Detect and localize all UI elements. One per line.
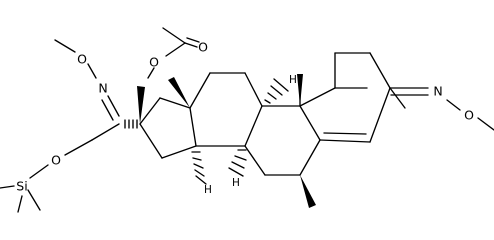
hash xyxy=(234,155,247,161)
atom-label-o: O xyxy=(51,153,61,168)
atom-label-o: O xyxy=(198,40,208,55)
bond xyxy=(299,87,336,107)
bond xyxy=(319,139,371,143)
bond xyxy=(87,63,97,79)
bond xyxy=(369,52,391,89)
bond xyxy=(189,72,211,109)
hash xyxy=(264,99,271,104)
bond xyxy=(323,132,367,135)
bond xyxy=(162,27,186,44)
bond xyxy=(244,72,263,107)
wedge-bond xyxy=(168,77,190,108)
atom-label-o: O xyxy=(149,55,159,70)
bond xyxy=(54,39,76,53)
atom-label-n: N xyxy=(98,81,107,96)
hash xyxy=(194,169,205,177)
hash xyxy=(228,167,244,177)
bond xyxy=(244,105,263,147)
hash xyxy=(195,175,207,185)
bond xyxy=(189,107,197,147)
bond xyxy=(147,67,155,79)
atom-label-o: O xyxy=(464,108,474,123)
bond xyxy=(107,95,120,117)
atom-label-h: H xyxy=(204,184,212,196)
bond xyxy=(0,185,15,189)
bond xyxy=(17,195,23,213)
bond xyxy=(244,145,266,176)
bond xyxy=(29,164,49,179)
bond xyxy=(91,123,120,141)
hash xyxy=(231,161,245,169)
hash xyxy=(273,78,289,92)
hash xyxy=(270,85,283,96)
bond xyxy=(186,37,200,43)
bond xyxy=(27,189,41,211)
bond xyxy=(139,97,161,125)
bond xyxy=(165,42,186,57)
atom-labels: O O O N O Si N O H H H xyxy=(16,40,474,197)
atom-label-si: Si xyxy=(16,179,27,194)
bond xyxy=(101,99,114,121)
atom-label-o: O xyxy=(77,52,87,67)
bond xyxy=(299,139,321,176)
wedge-bond xyxy=(297,74,303,106)
bond xyxy=(159,97,191,109)
wedge-bond xyxy=(137,86,145,124)
atom-label-n: N xyxy=(433,84,442,99)
hash xyxy=(192,157,202,161)
atom-label-h: H xyxy=(232,177,240,189)
bond xyxy=(161,145,197,159)
bond xyxy=(389,87,406,109)
bond xyxy=(446,99,461,111)
hash xyxy=(267,92,277,100)
bond xyxy=(369,87,391,143)
wedge-bond xyxy=(300,175,316,208)
atom-label-h: H xyxy=(289,74,297,86)
bond xyxy=(477,117,494,131)
bond xyxy=(64,139,93,156)
bond xyxy=(299,105,321,141)
bond xyxy=(139,123,163,159)
hash xyxy=(193,163,204,169)
bond xyxy=(184,42,198,48)
bond-layer xyxy=(0,27,494,213)
